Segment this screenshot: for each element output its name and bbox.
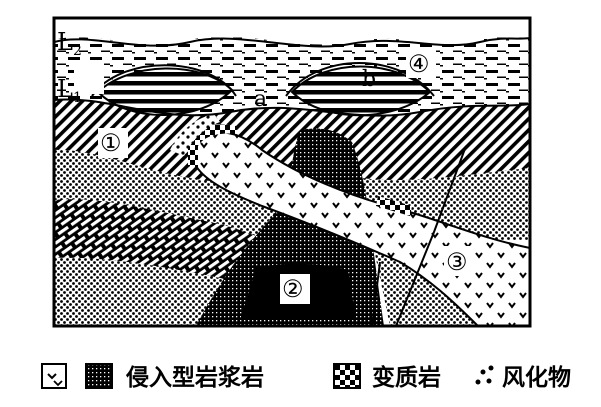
label-circle-2: ②: [282, 275, 304, 303]
label-a: a: [254, 87, 267, 112]
legend-intrusive-label: 侵入型岩浆岩: [125, 364, 264, 391]
legend-metamorphic-label: 变质岩: [372, 364, 441, 391]
legend: 侵入型岩浆岩 变质岩 风化物: [42, 364, 571, 391]
legend-metamorphic-icon: [334, 364, 360, 388]
legend-weathered-label: 风化物: [502, 364, 571, 391]
label-circle-4: ④: [408, 50, 430, 78]
legend-weathered-icon: [476, 366, 494, 385]
legend-dyke-icon: [42, 364, 66, 388]
label-b: b: [362, 67, 376, 92]
label-circle-3: ③: [446, 248, 468, 276]
label-circle-1: ①: [100, 129, 122, 157]
legend-intrusive-icon: [86, 364, 112, 388]
